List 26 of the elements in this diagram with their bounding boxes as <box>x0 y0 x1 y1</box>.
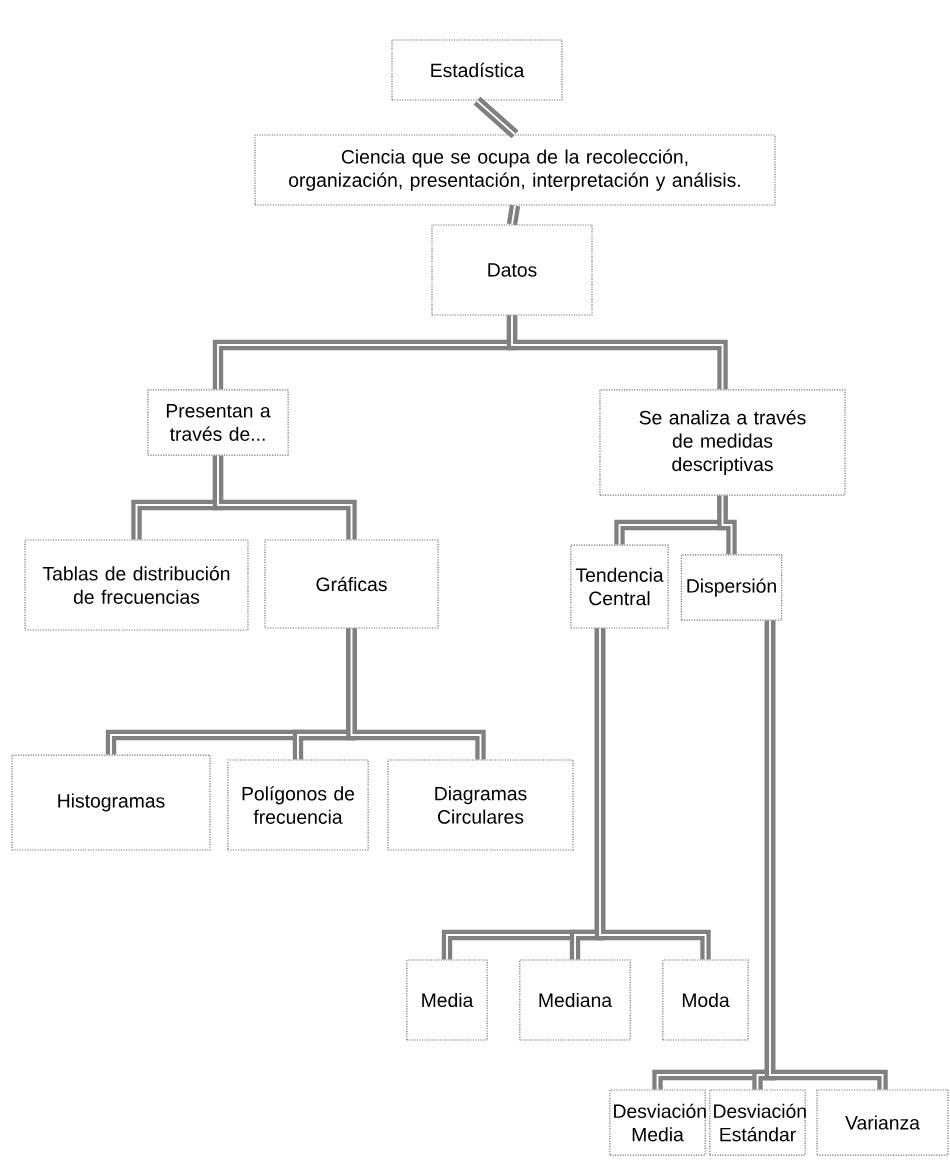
concept-box: Moda <box>662 959 749 1041</box>
concept-box: Ciencia que se ocupa de la recolección, organización, presentación, interpretación y análisis. <box>254 134 776 206</box>
concept-box: Desviación Media <box>609 1089 706 1156</box>
concept-box: Dispersión <box>680 554 783 621</box>
connector-line <box>506 314 728 391</box>
concept-box: Polígonos de frecuencia <box>227 759 369 851</box>
concept-box: Estadística <box>391 39 563 101</box>
concept-box: Varianza <box>816 1089 949 1156</box>
concept-box: Mediana <box>519 959 631 1041</box>
concept-box: Diagramas Circulares <box>387 759 574 851</box>
connector-line <box>506 204 521 226</box>
concept-box: Tendencia Central <box>570 544 669 629</box>
concept-box: Presentan a través de... <box>147 389 289 456</box>
connector-line <box>594 627 711 961</box>
connector-line <box>473 96 519 139</box>
connector-line <box>717 494 737 556</box>
concept-box: Tablas de distribución de frecuencias <box>24 539 249 631</box>
concept-box: Datos <box>431 224 593 316</box>
concept-box: Desviación Estándar <box>709 1089 806 1156</box>
concept-box: Media <box>406 959 488 1041</box>
concept-box: Histogramas <box>11 754 211 851</box>
connector-line <box>764 619 888 1091</box>
concept-box: Gráficas <box>264 539 439 629</box>
connector-line <box>212 454 357 541</box>
connector-line <box>346 627 486 761</box>
concept-box: Se analiza a través de medidas descriptivas <box>599 389 846 496</box>
